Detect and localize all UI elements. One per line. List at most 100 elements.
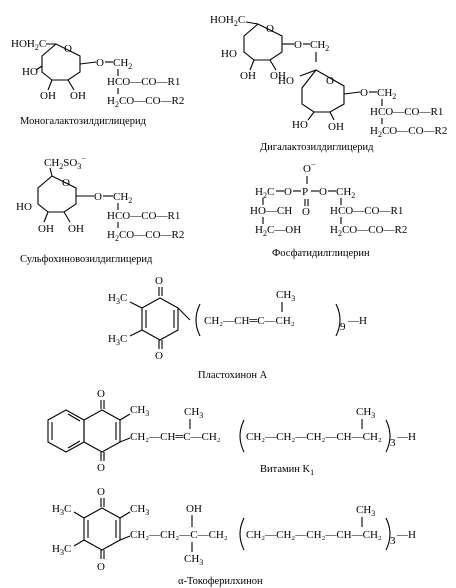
ring-oxygen-3: O: [62, 177, 70, 189]
tq-o-bottom: O: [97, 561, 105, 573]
pq-paren-right: [335, 303, 341, 337]
sugar-ring: [41, 43, 81, 81]
vk-ch3-a: CH3: [184, 406, 203, 420]
bond: [249, 59, 255, 71]
tq-paren-left: [239, 517, 245, 551]
tq-ch3-b: CH3: [184, 553, 203, 567]
hco-r1-2: HCO—CO—R1: [370, 106, 443, 118]
tq-ch3-ring: CH3: [130, 503, 149, 517]
pq-structure: O O H3C H3C CH₂—CH═C—CH₂ CH3 9 —H Пласто…: [108, 275, 367, 381]
bond: [307, 111, 315, 121]
hco-r1-3: HCO—CO—R1: [107, 210, 180, 222]
link-o-3: O: [94, 191, 102, 203]
ho-1: HO: [221, 48, 237, 60]
bond: [63, 211, 71, 223]
oh-bottom-left: OH: [40, 90, 56, 102]
dgdg-structure: HOH2C O O CH2 HO OH OH O O CH2 HCO—CO—R1…: [210, 14, 447, 153]
vitk-structure: O O CH3 CH₂—CH═C—CH₂ CH3 CH₂—CH₂—CH₂—CH—…: [47, 388, 416, 477]
caption-toco: α-Токоферилхинон: [178, 576, 263, 587]
tq-chain1: CH₂—CH₂—C—CH₂: [130, 529, 228, 541]
tq-h3c-1: H3C: [52, 503, 71, 517]
bond: [129, 329, 143, 337]
ho-3: HO: [16, 201, 32, 213]
oh-3a: OH: [38, 223, 54, 235]
bond: [119, 413, 131, 421]
ho-ch: HO—CH: [250, 205, 292, 217]
oh-bottom-right: OH: [70, 90, 86, 102]
oh-1a: OH: [240, 70, 256, 82]
tq-oh: OH: [186, 503, 202, 515]
h2c-oh: H2C—OH: [255, 224, 301, 238]
o-double: O: [302, 206, 310, 218]
bond: [67, 413, 81, 422]
caption-pq: Пластохинон А: [198, 370, 268, 381]
tq-chain2: CH₂—CH₂—CH₂—CH—CH₂: [246, 529, 382, 541]
label-hoh2c-2: HOH2C: [210, 14, 245, 28]
bond: [73, 539, 85, 547]
oh-2: OH: [328, 121, 344, 133]
pq-ch3: CH3: [276, 289, 295, 303]
pq-o-bottom: O: [155, 350, 163, 362]
pq-h3c-1: H3C: [108, 292, 127, 306]
bond: [119, 437, 131, 443]
quinone-ring-tq: [83, 507, 121, 551]
pq-chain: CH₂—CH═C—CH₂: [204, 315, 295, 327]
tq-h3c-2: H3C: [52, 543, 71, 557]
vk-ch3-b: CH3: [356, 406, 375, 420]
o-p-right: O: [319, 186, 327, 198]
pg-structure: O− H2C O P O CH2 O HO—CH H2C—OH HCO—CO—R…: [250, 160, 407, 259]
caption-mgdg: Моногалактозилдиглицерид: [20, 116, 147, 127]
h2co-r2-2: H2CO—CO—R2: [370, 125, 447, 139]
quinone-ring-vk: [83, 409, 121, 453]
ch2-label-2: CH2: [310, 39, 329, 53]
ch2-label-5: CH2: [336, 186, 355, 200]
vk-o-top: O: [97, 388, 105, 400]
pq-paren-left: [195, 303, 201, 337]
vk-ch3-ring: CH3: [130, 404, 149, 418]
caption-pg: Фосфатидилглицерин: [272, 248, 370, 259]
caption-vitk: Витамин K1: [260, 464, 314, 477]
vk-o-bottom: O: [97, 462, 105, 474]
vk-n: 3: [390, 437, 396, 449]
ho-2: HO: [278, 75, 294, 87]
caption-dgdg: Дигалактозилдиглицерид: [260, 142, 374, 153]
glyco-bond: [79, 61, 97, 65]
link-o-2: O: [360, 87, 368, 99]
bond: [119, 535, 131, 541]
ch2-label-3: CH2: [377, 87, 396, 101]
sugar-ring-1: [243, 21, 283, 61]
h2co-r2-3: H2CO—CO—R2: [107, 229, 184, 243]
tq-o-top: O: [97, 486, 105, 498]
o-p-left: O: [284, 186, 292, 198]
bond: [49, 167, 53, 177]
bond: [73, 511, 85, 519]
tq-ch3-c: CH3: [356, 504, 375, 518]
bond: [67, 79, 75, 91]
o-minus: O−: [303, 160, 316, 175]
hco-r1-4: HCO—CO—R1: [330, 205, 403, 217]
label-hoh2c: HOH2C: [11, 38, 46, 52]
vk-chain1: CH₂—CH═C—CH₂: [130, 431, 221, 443]
label-ch2so3: CH2SO3−: [44, 154, 86, 171]
bond: [119, 511, 131, 519]
pq-n: 9: [340, 321, 346, 333]
bond: [43, 211, 49, 223]
toco-structure: O O H3C H3C CH3 CH₂—CH₂—C—CH₂ OH CH3 CH₂…: [52, 486, 416, 587]
vk-h: —H: [396, 431, 416, 443]
ch2-label-4: CH2: [113, 191, 132, 205]
phosphorus: P: [302, 186, 308, 198]
bond: [67, 440, 81, 449]
ring-oxygen: O: [64, 43, 72, 55]
oh-left: HO: [22, 66, 38, 78]
sqdg-structure: CH2SO3− O O CH2 HCO—CO—R1 H2CO—CO—R2 HO …: [16, 154, 184, 265]
pq-h3c-2: H3C: [108, 333, 127, 347]
oh-3b: OH: [68, 223, 84, 235]
oh-1b: OH: [270, 70, 286, 82]
pq-o-top: O: [155, 275, 163, 287]
h2c-o: H2C: [255, 186, 274, 200]
sugar-ring-3: [37, 175, 77, 213]
vk-paren-right: [385, 419, 391, 453]
bond: [177, 307, 191, 321]
sugar-ring-2: [299, 69, 345, 113]
